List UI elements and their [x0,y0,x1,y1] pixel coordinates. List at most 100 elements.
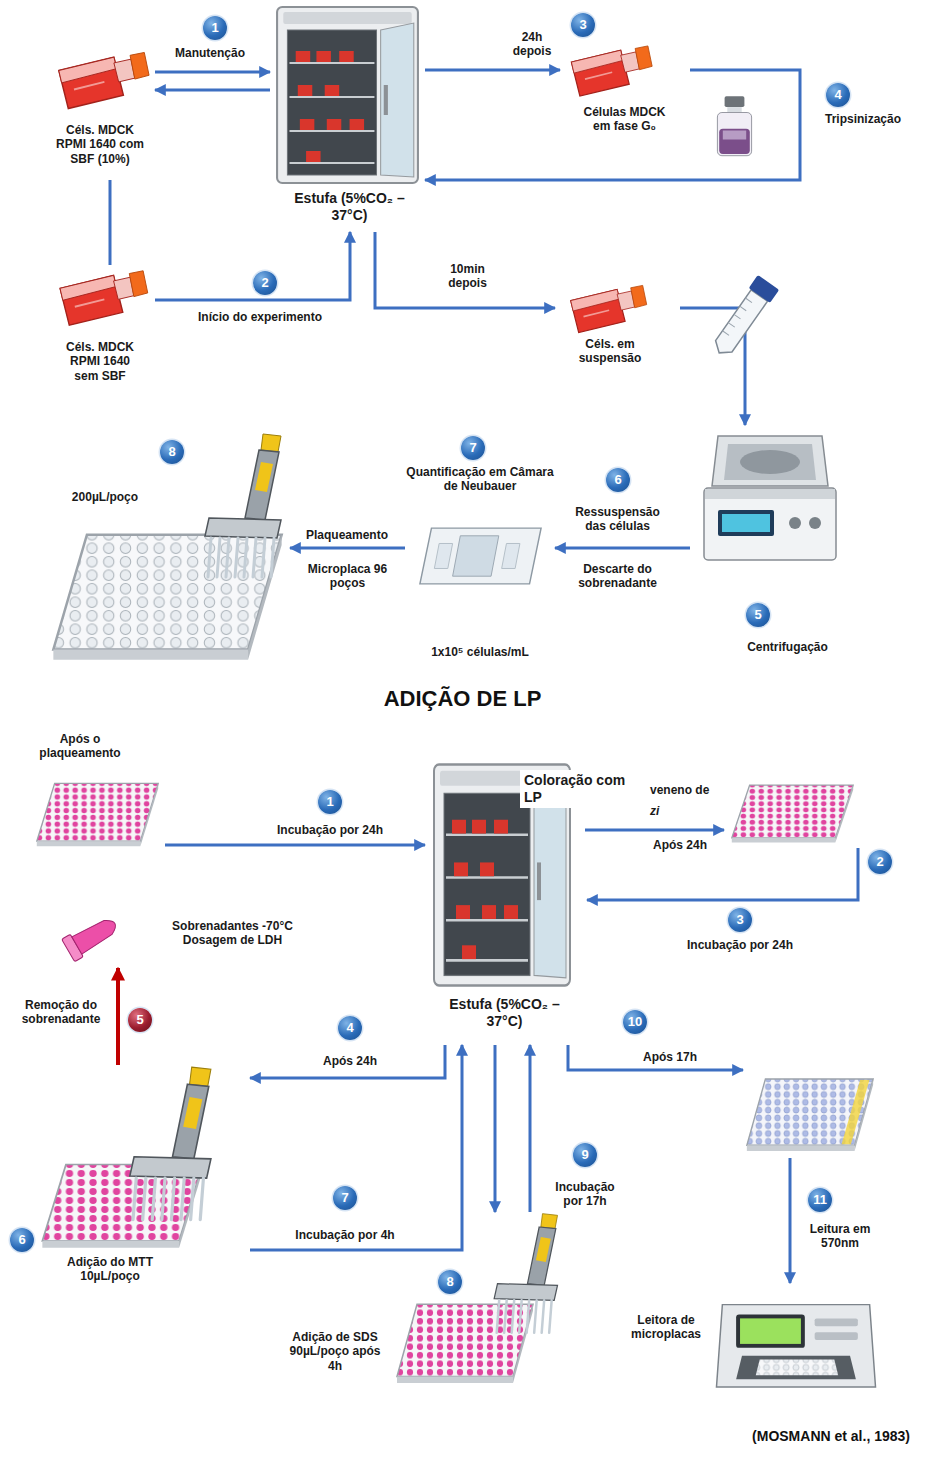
flow-arrow [680,308,745,425]
callout-number: 3 [728,908,752,932]
node-caption: Quantificação em Câmara de Neubauer [405,465,555,494]
flow-arrow [155,232,350,300]
flow-arrow [375,232,555,308]
node-caption: Céls. MDCK RPMI 1640 sem SBF [60,340,140,383]
culture-flask: Céls. MDCK RPMI 1640 sem SBF [45,265,155,390]
callout-number: 3 [571,13,595,37]
microplate [53,535,281,660]
flow-arrow [155,89,270,92]
callout-number: 2 [868,850,892,874]
flow-arrow [585,829,724,832]
arrow-label: Remoção do sobrenadante [12,998,110,1027]
incubator: Estufa (5%CO₂ – 37°C) [270,3,425,232]
callout-number: 2 [253,271,277,295]
microplate [37,783,158,846]
annotation-label: Incubação por 24h [670,938,810,952]
callout-number: 8 [438,1270,462,1294]
neubauer-chamber: Quantificação em Câmara de Neubauer 1x10⁵… [405,465,555,665]
callout-number: 1 [203,16,227,40]
annotation-label: Microplaca 96 poços [300,562,395,591]
arrow-label: 10min depois [440,262,495,291]
callout-number: 8 [160,440,184,464]
culture-flask [571,46,652,96]
centrifuge [704,436,836,560]
annotation-label: zi [650,804,659,818]
falcon-tube [709,275,780,360]
annotation-label: Após 17h [630,1050,710,1064]
arrow-label: Manutenção [160,46,260,60]
neubauer-chamber [420,528,541,584]
callout-number: 11 [808,1188,832,1212]
node-caption: 1x10⁵ células/mL [405,645,555,659]
microplate [732,785,853,842]
flow-arrow [155,71,270,74]
callout-number: 9 [573,1143,597,1167]
arrow-label: Após 24h [300,1054,400,1068]
microplate [42,1165,202,1248]
flow-arrow [555,547,690,550]
flow-arrow [290,547,405,550]
flow-arrow [425,70,800,180]
arrow-label: 24h depois [503,30,561,59]
culture-flask [59,52,149,108]
flow-arrow [529,1045,532,1212]
node-caption: 200µL/poço [50,490,160,504]
pipette-plate: Adição de SDS 90µL/poço após 4h [470,1212,585,1392]
culture-flask: Céls. MDCK RPMI 1640 com SBF (10%) [45,45,155,180]
callout-number: 7 [333,1186,357,1210]
incubator [277,7,418,183]
flow-arrow [494,1045,497,1212]
microplate: 200µL/poço [45,430,290,670]
annotation-label: veneno de [650,783,709,797]
node-caption: Adição de SDS 90µL/poço após 4h [285,1330,385,1373]
multichannel-pipette [494,1214,557,1333]
arrow-label: Tripsinização [808,112,918,126]
flow-arrow [250,1045,462,1250]
flow-arrow [250,1045,445,1078]
arrow-label: Ressuspensão das células [570,505,665,534]
stain-label: Coloração com LP [520,770,646,808]
flow-arrow [789,1158,792,1283]
culture-flask: Células MDCK em fase G₀ [560,40,690,155]
node-caption: Estufa (5%CO₂ – 37°C) [292,190,407,224]
arrow-label: Incubação por 24h [260,823,400,837]
annotation-label: Descarte do sobrenadante [570,562,665,591]
callout-number: 5 [128,1008,152,1032]
node-caption: Estufa (5%CO₂ – 37°C) [447,996,562,1030]
node-caption: Sobrenadantes -70°C Dosagem de LDH [160,919,305,948]
callout-number: 10 [623,1010,647,1034]
callout-number: 7 [461,436,485,460]
reference-caption: (MOSMANN et al., 1983) [640,1428,910,1445]
node-caption: Células MDCK em fase G₀ [577,105,672,134]
arrow-label: Incubação por 4h [285,1228,405,1242]
node-caption: Após o plaqueamento [30,732,130,761]
multichannel-pipette [205,434,281,577]
node-caption: Leitora de microplacas [625,1313,707,1342]
flow-arrow [425,69,560,72]
microplate [397,1304,533,1383]
annotation-label: Leitura em 570nm [800,1222,880,1251]
multichannel-pipette [130,1067,211,1220]
callout-number: 6 [10,1228,34,1252]
arrow-label: Plaqueamento [297,528,397,542]
node-caption: Centrifugação [730,640,845,654]
arrow-label: Início do experimento [185,310,335,324]
flow-arrow [116,968,120,1065]
node-caption: Céls. em suspensão [575,337,645,366]
centrifuge: Centrifugação [690,425,845,665]
flow-arrow [587,848,858,900]
callout-number: 5 [746,603,770,627]
pipette-plate: Adição do MTT 10µL/poço [35,1065,250,1295]
node-caption: Adição do MTT 10µL/poço [50,1255,170,1284]
eppendorf-tube [62,912,122,962]
flow-arrow [165,844,425,847]
microplate [747,1079,873,1151]
callout-number: 6 [606,468,630,492]
arrow-label: Incubação por 17h [545,1180,625,1209]
plate-reader: Leitora de microplacas [625,1285,880,1395]
annotation-label: Após 24h [640,838,720,852]
flow-arrow [568,1045,743,1070]
